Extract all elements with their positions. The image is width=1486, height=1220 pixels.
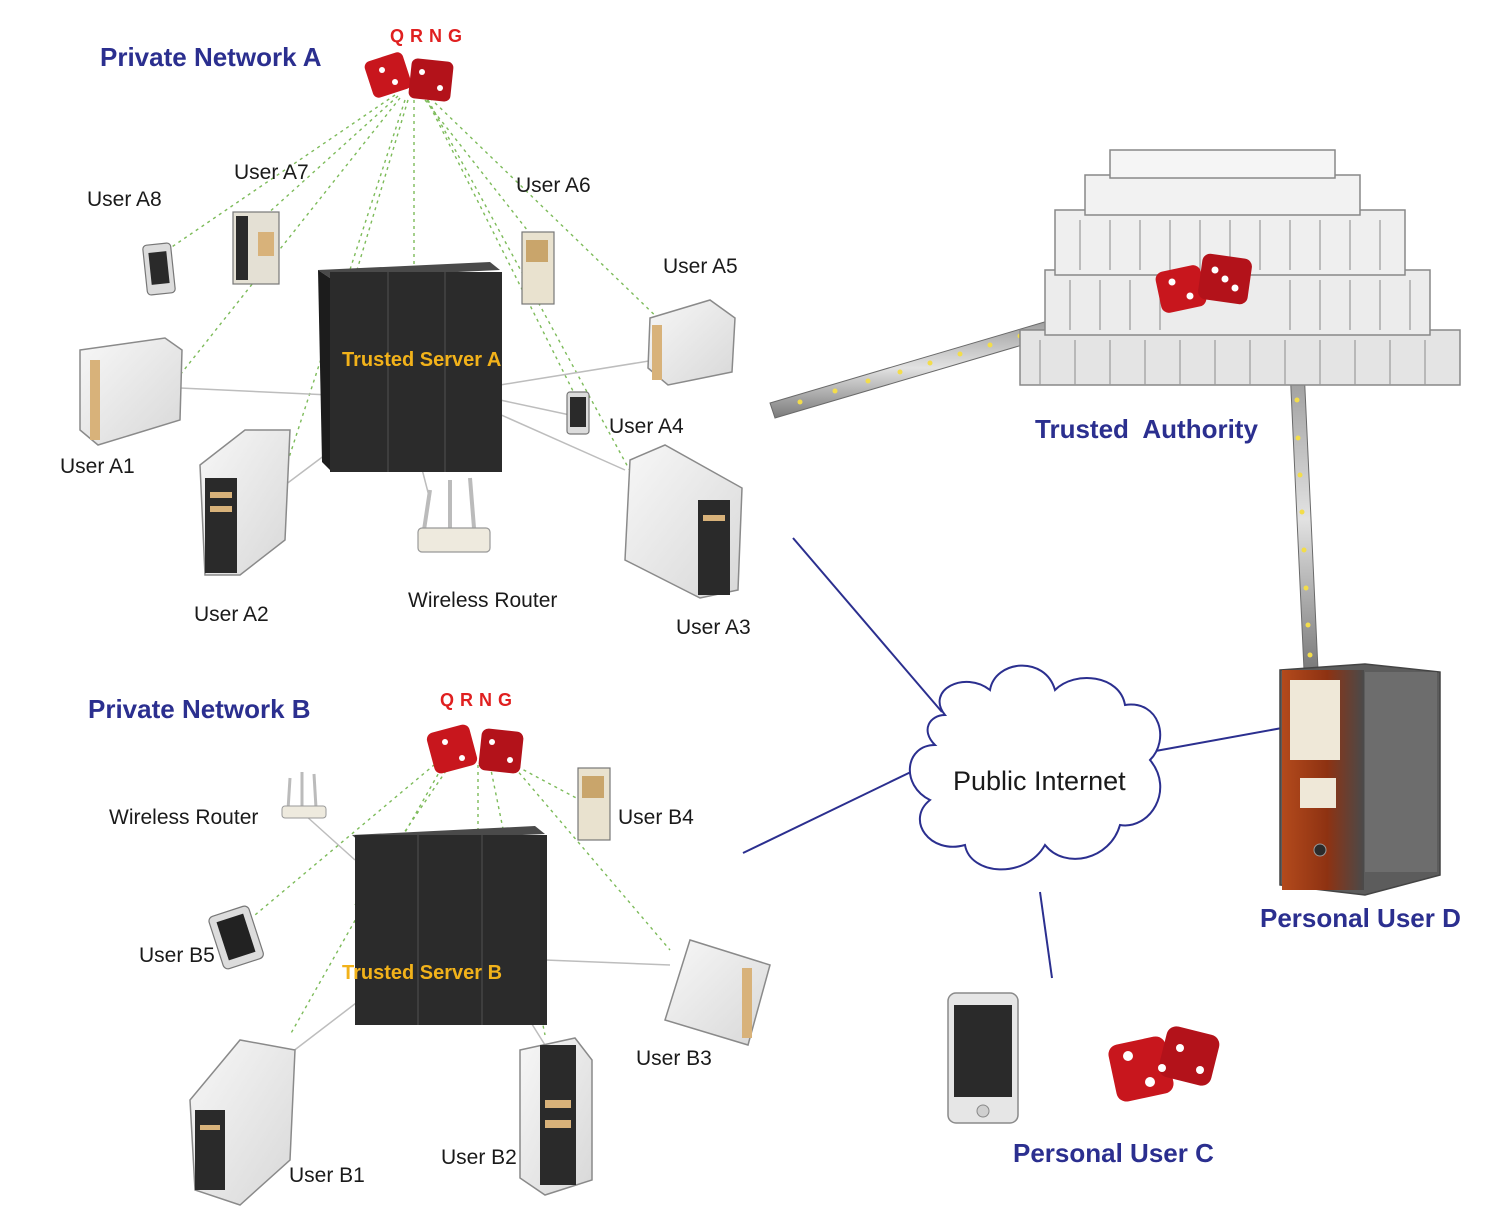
- label-user-a2: User A2: [194, 603, 269, 626]
- device-user-a8: [142, 242, 176, 296]
- label-user-a3: User A3: [676, 616, 751, 639]
- qrng-dice-a-icon: [364, 52, 454, 102]
- network-b-title: Private Network B: [88, 694, 311, 724]
- trusted-server-b-label: Trusted Server B: [342, 962, 502, 984]
- qrng-dice-b-icon: [426, 724, 524, 774]
- trusted-authority-building: [1019, 149, 1461, 386]
- device-user-b5: [208, 905, 264, 970]
- trusted-server-a: Trusted Server A: [318, 262, 502, 472]
- label-user-b5: User B5: [139, 944, 215, 967]
- personal-user-d-label: Personal User D: [1260, 903, 1461, 933]
- device-user-b4: [577, 767, 611, 841]
- device-user-b2: [519, 1037, 593, 1196]
- fiber-link-a: [769, 317, 1064, 419]
- device-user-b1: [189, 1039, 296, 1206]
- label-user-a6: User A6: [516, 174, 591, 197]
- label-user-a4: User A4: [609, 415, 684, 438]
- personal-user-c-phone: [947, 992, 1019, 1124]
- label-user-a7: User A7: [234, 161, 309, 184]
- device-user-a4: [566, 391, 590, 435]
- device-user-a5: [647, 299, 736, 386]
- dice-personal-c-icon: [1108, 1026, 1220, 1102]
- wireless-router-b-icon: [281, 772, 327, 819]
- device-user-a6: [521, 231, 555, 305]
- label-wireless-router-a: Wireless Router: [408, 589, 557, 612]
- device-user-b3: [664, 939, 771, 1046]
- qrng-b-label: QRNG: [440, 690, 518, 710]
- device-user-a1: [79, 337, 183, 446]
- public-internet-label: Public Internet: [953, 766, 1126, 796]
- device-user-a3: [624, 444, 743, 599]
- personal-user-d-computer: [1279, 663, 1441, 896]
- network-a-title: Private Network A: [100, 42, 322, 72]
- device-user-a2: [199, 429, 291, 576]
- label-user-b4: User B4: [618, 806, 694, 829]
- label-user-a5: User A5: [663, 255, 738, 278]
- wireless-router-a-icon: [417, 477, 491, 553]
- trusted-authority-label: Trusted Authority: [1035, 414, 1258, 444]
- label-user-b2: User B2: [441, 1146, 517, 1169]
- public-internet-cloud: [908, 664, 1162, 871]
- label-user-a1: User A1: [60, 455, 135, 478]
- label-user-b1: User B1: [289, 1164, 365, 1187]
- fiber-link-d: [1289, 367, 1319, 671]
- device-user-a7: [232, 211, 280, 285]
- trusted-server-b: Trusted Server B: [342, 826, 547, 1025]
- label-user-a8: User A8: [87, 188, 162, 211]
- internet-links: [742, 537, 1283, 979]
- qrng-a-label: QRNG: [390, 26, 468, 46]
- label-wireless-router-b: Wireless Router: [109, 806, 258, 829]
- dice-authority-icon: [1155, 253, 1252, 313]
- trusted-server-a-label: Trusted Server A: [342, 349, 501, 371]
- label-user-b3: User B3: [636, 1047, 712, 1070]
- personal-user-c-label: Personal User C: [1013, 1138, 1214, 1168]
